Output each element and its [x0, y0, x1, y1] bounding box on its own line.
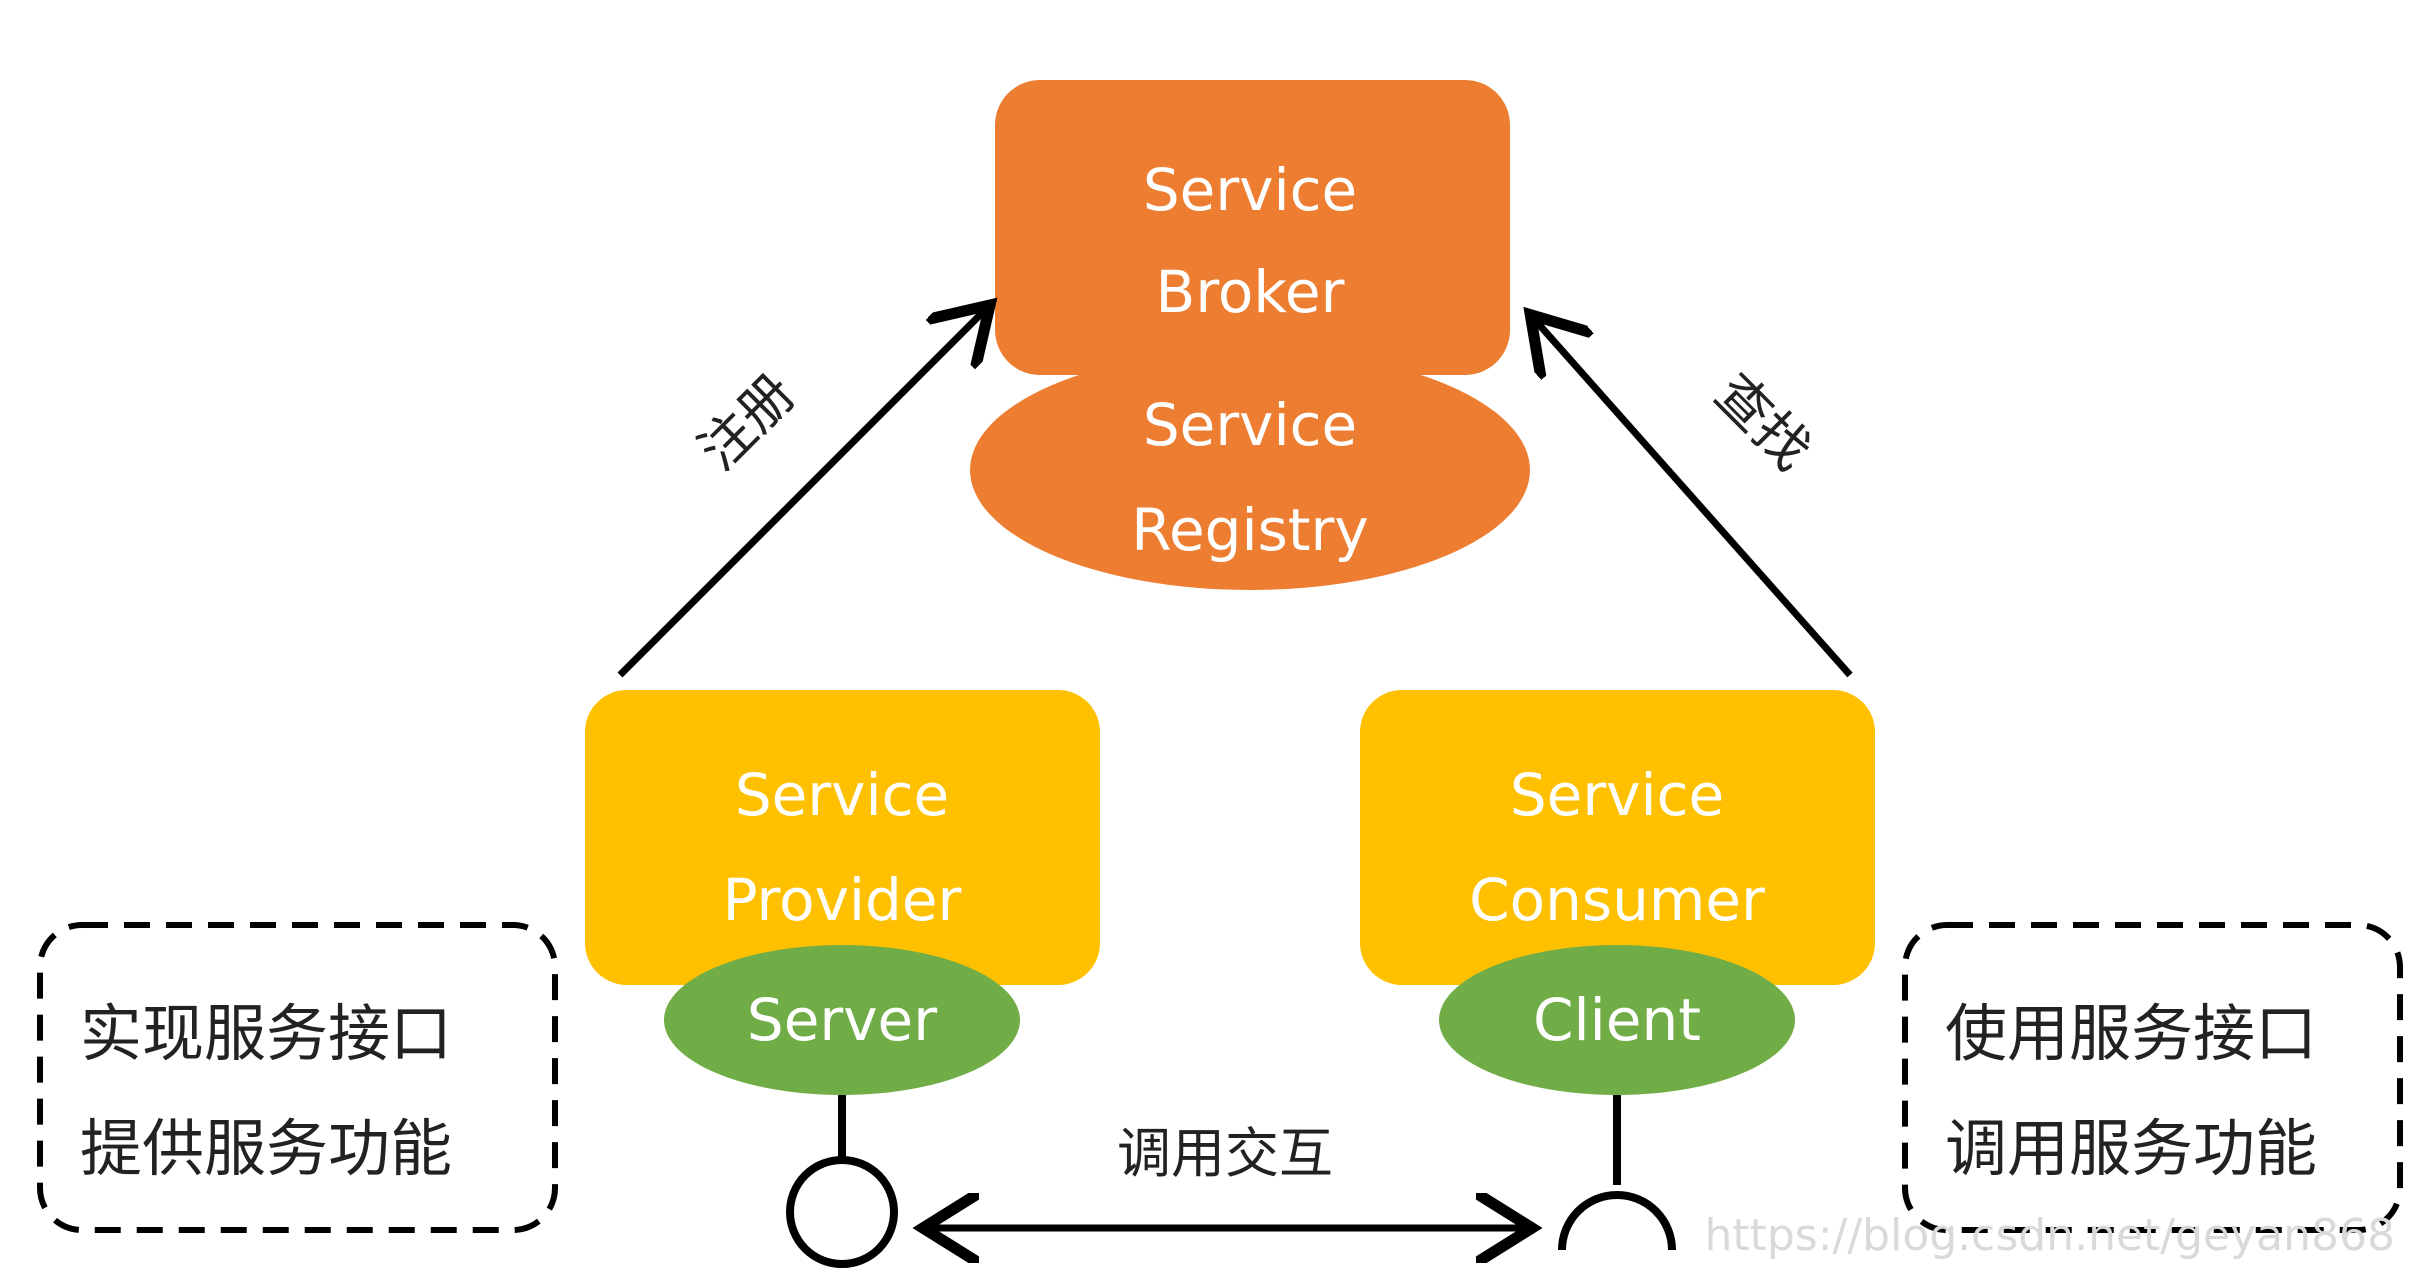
server-shape [664, 945, 1020, 1095]
server-label: Server [747, 986, 937, 1054]
client-shape [1439, 945, 1795, 1095]
provider-note: 实现服务接口 提供服务功能 [37, 922, 558, 1233]
provider-line1: Service [735, 761, 949, 829]
service-broker-shape [995, 80, 1510, 375]
watermark: https://blog.csdn.net/geyan868 [1704, 1210, 2395, 1261]
provider-line2: Provider [723, 866, 962, 934]
service-registry-shape [970, 350, 1530, 590]
provider-note-box [37, 922, 558, 1233]
service-provider-node: Service Provider Server [585, 690, 1100, 1095]
interact-label: 调用交互 [1117, 1122, 1333, 1185]
service-broker-node: Service Broker Service Registry [970, 80, 1530, 590]
provided-interface-icon [786, 1095, 898, 1268]
registry-line1: Service [1143, 391, 1357, 459]
lookup-label: 查找 [1703, 361, 1824, 482]
service-consumer-shape [1360, 690, 1875, 985]
provider-note-line1: 实现服务接口 [80, 997, 452, 1070]
service-consumer-node: Service Consumer Client [1360, 690, 1875, 1095]
lookup-arrow [1535, 320, 1853, 678]
required-interface-icon [1558, 1095, 1676, 1251]
client-label: Client [1533, 986, 1701, 1054]
register-arrow [617, 310, 985, 678]
register-label: 注册 [686, 361, 807, 482]
registry-line2: Registry [1131, 496, 1368, 564]
service-provider-shape [585, 690, 1100, 985]
consumer-line1: Service [1510, 761, 1724, 829]
consumer-line2: Consumer [1469, 866, 1765, 934]
consumer-note-line1: 使用服务接口 [1945, 997, 2317, 1070]
broker-line2: Broker [1156, 258, 1345, 326]
consumer-note-box [1902, 922, 2403, 1233]
consumer-note: 使用服务接口 调用服务功能 [1902, 922, 2403, 1233]
broker-line1: Service [1143, 156, 1357, 224]
consumer-note-line2: 调用服务功能 [1945, 1112, 2317, 1185]
provider-note-line2: 提供服务功能 [80, 1112, 452, 1185]
